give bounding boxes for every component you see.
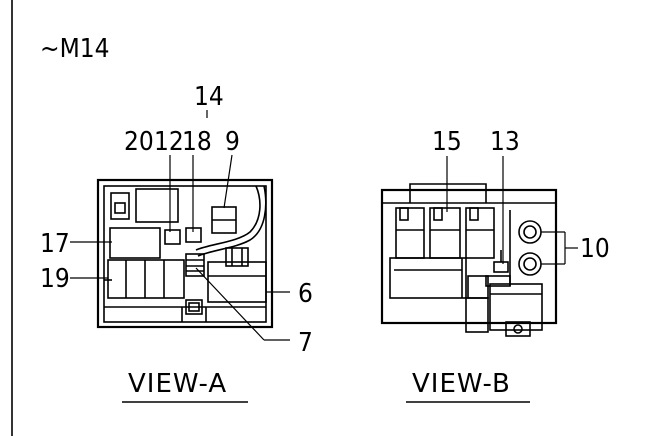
view-a-title: VIEW-A	[128, 369, 227, 399]
callout-12: 12	[154, 127, 184, 157]
callout-20: 20	[124, 127, 154, 157]
view-b-title: VIEW-B	[412, 369, 511, 399]
callout-15: 15	[432, 127, 462, 157]
model-label: ~M14	[40, 34, 110, 64]
callout-9: 9	[225, 127, 240, 157]
callout-13: 13	[490, 127, 520, 157]
callout-19: 19	[40, 264, 70, 294]
callout-18: 18	[182, 127, 212, 157]
callout-6: 6	[298, 279, 313, 309]
callout-7: 7	[298, 328, 313, 358]
callout-17: 17	[40, 229, 70, 259]
view-a-drawing	[70, 110, 290, 341]
callout-14: 14	[194, 82, 224, 112]
callout-10: 10	[580, 234, 610, 264]
view-b-drawing	[380, 156, 578, 337]
